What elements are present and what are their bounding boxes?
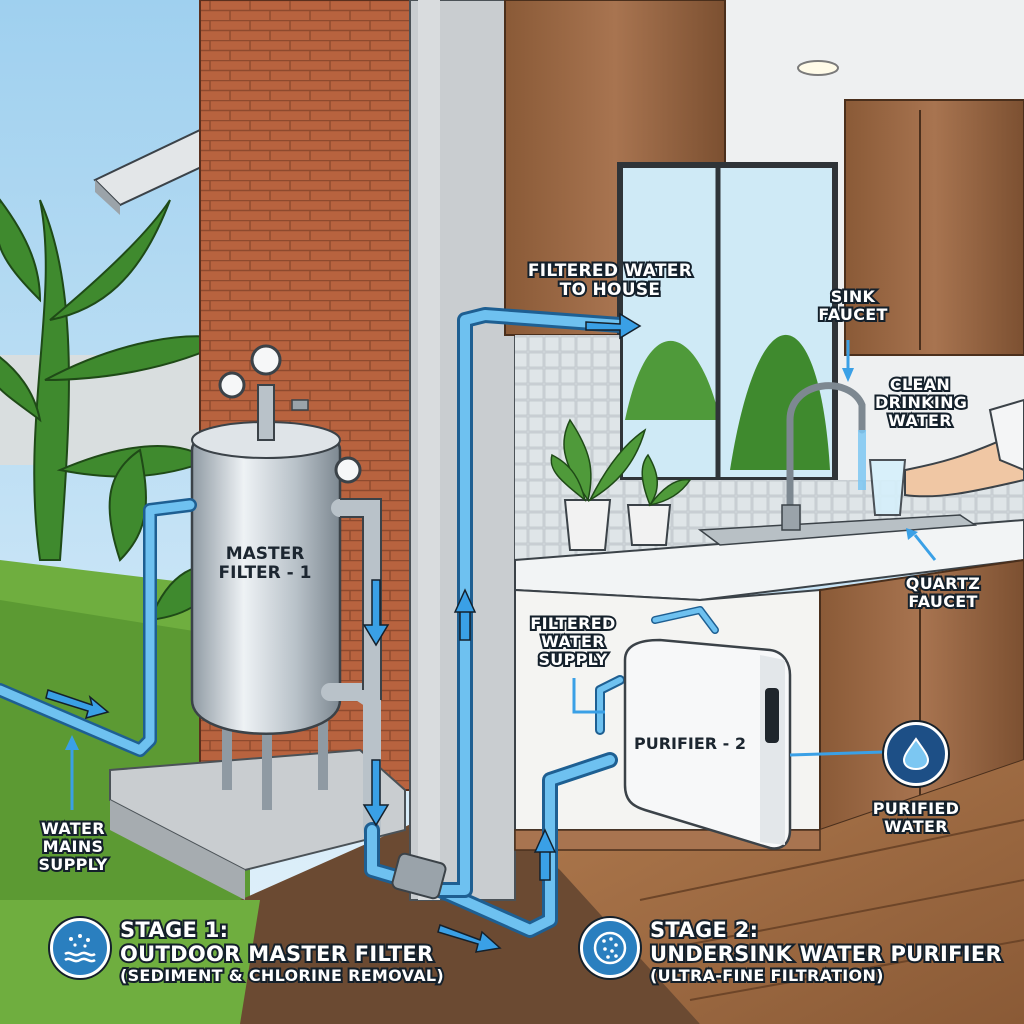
stage-2-caption: STAGE 2: UNDERSINK WATER PURIFIER (ULTRA… [580, 918, 1002, 987]
clean-drinking-water-label: CLEAN DRINKING WATER [875, 376, 965, 430]
stage-1-name: OUTDOOR MASTER FILTER [120, 942, 444, 966]
stage-1-caption: STAGE 1: OUTDOOR MASTER FILTER (SEDIMENT… [50, 918, 444, 987]
master-filter-label: MASTER FILTER - 1 [205, 545, 325, 583]
sediment-icon [50, 918, 110, 978]
stage-2-name: UNDERSINK WATER PURIFIER [650, 942, 1002, 966]
water-drop-icon [901, 737, 931, 771]
purified-water-label: PURIFIED WATER [856, 800, 976, 836]
filtered-water-supply-label: FILTERED WATER SUPPLY [528, 615, 618, 669]
stage-2-title: STAGE 2: [650, 918, 1002, 942]
stage-1-subtitle: (SEDIMENT & CHLORINE REMOVAL) [120, 966, 444, 987]
stage-1-title: STAGE 1: [120, 918, 444, 942]
sink-faucet-label: SINK FAUCET [818, 288, 888, 324]
filtered-water-to-house-label: FILTERED WATER TO HOUSE [525, 262, 695, 300]
quartz-faucet-label: QUARTZ FAUCET [898, 575, 988, 611]
stage-2-subtitle: (ULTRA-FINE FILTRATION) [650, 966, 1002, 987]
water-mains-supply-label: WATER MAINS SUPPLY [28, 820, 118, 874]
purifier-label: PURIFIER - 2 [630, 735, 750, 753]
purified-water-badge [884, 722, 948, 786]
filtration-icon [580, 918, 640, 978]
